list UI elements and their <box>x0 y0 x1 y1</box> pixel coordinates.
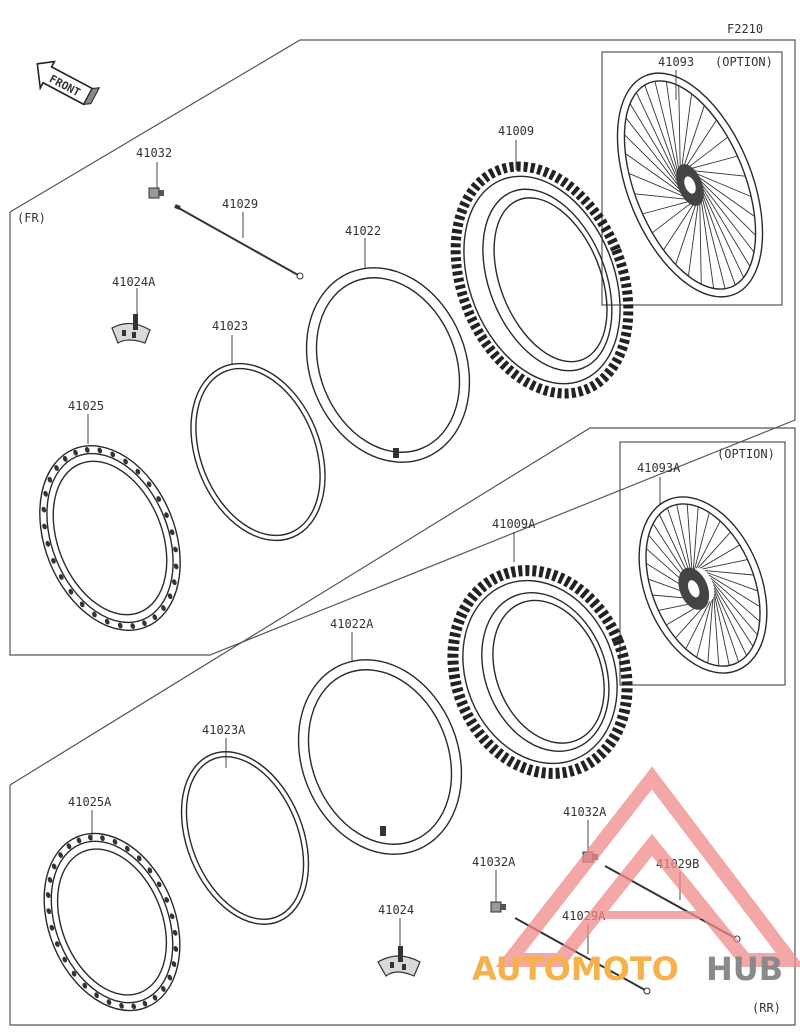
label-41009: 41009 <box>498 124 534 138</box>
rear-rim-lock <box>377 946 421 977</box>
front-rim-lock <box>111 314 151 344</box>
front-nipple <box>148 187 164 199</box>
rear-panel-outline <box>9 427 796 1026</box>
option-label-front: (OPTION) <box>715 55 773 69</box>
front-section-tag: (FR) <box>17 211 46 225</box>
label-41009a: 41009A <box>492 517 536 531</box>
option-box-rear <box>619 441 786 686</box>
label-41025a: 41025A <box>68 795 112 809</box>
watermark-text-b: HUB <box>706 950 783 988</box>
label-41022: 41022 <box>345 224 381 238</box>
rear-section-tag: (RR) <box>752 1001 781 1015</box>
label-41024: 41024 <box>378 903 414 917</box>
front-rim <box>39 445 181 631</box>
rear-nipple-lower <box>490 901 506 913</box>
rear-spoke-wheel <box>638 496 768 674</box>
front-rim-band <box>190 362 326 542</box>
label-41032a-lower: 41032A <box>472 855 516 869</box>
diagram-code: F2210 <box>727 22 763 36</box>
label-41023a: 41023A <box>202 723 246 737</box>
front-arrow-icon: FRONT <box>36 60 101 106</box>
label-41029: 41029 <box>222 197 258 211</box>
front-spoke <box>174 204 304 280</box>
option-label-rear: (OPTION) <box>717 447 775 461</box>
front-panel-outline <box>9 39 796 656</box>
option-box-front <box>601 51 783 306</box>
label-41022a: 41022A <box>330 617 374 631</box>
front-spoke-wheel <box>616 72 764 298</box>
rear-rim-band <box>180 751 310 925</box>
watermark-logo <box>495 766 800 967</box>
label-41093a: 41093A <box>637 461 681 475</box>
label-41024a: 41024A <box>112 275 156 289</box>
front-tube <box>305 267 471 463</box>
label-41025: 41025 <box>68 399 104 413</box>
watermark-text-a: AUTOMOTO <box>472 950 679 988</box>
label-41023: 41023 <box>212 319 248 333</box>
rear-tube <box>297 659 463 855</box>
rear-rim <box>43 832 181 1012</box>
label-41032: 41032 <box>136 146 172 160</box>
label-41032a-upper: 41032A <box>563 805 607 819</box>
label-41093: 41093 <box>658 55 694 69</box>
rear-tire <box>447 565 633 779</box>
